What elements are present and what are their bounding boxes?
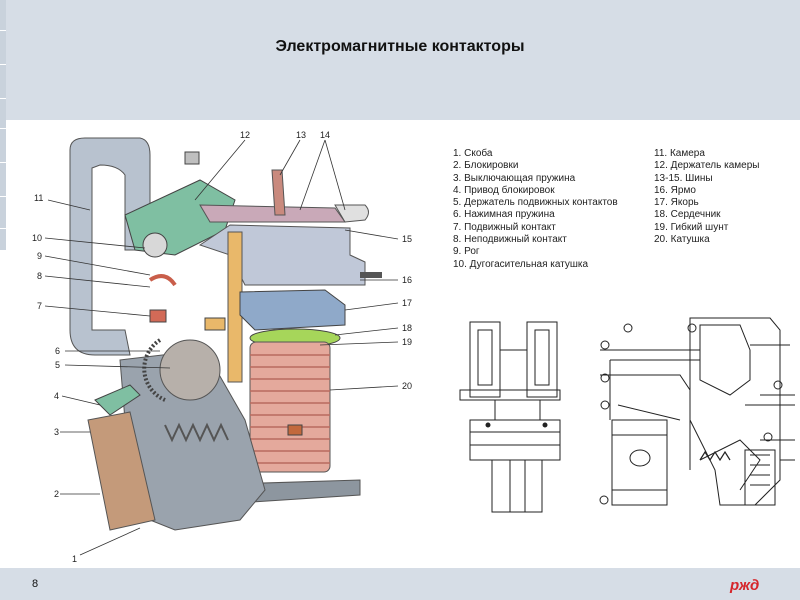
callout-2: 2 — [54, 489, 59, 499]
legend-right: 11. Камера 12. Держатель камеры 13-15. Ш… — [654, 148, 759, 246]
legend-item: 11. Камера — [654, 148, 705, 159]
footer-band — [0, 568, 800, 600]
horn — [148, 274, 177, 287]
callout-18: 18 — [402, 323, 412, 333]
armature — [239, 289, 346, 331]
callout-11: 11 — [34, 193, 43, 203]
svg-text:ржд: ржд — [729, 577, 759, 594]
legend-item: 10. Дугогасительная катушка — [453, 258, 589, 270]
legend-item: 13-15. Шины — [654, 172, 713, 184]
callout-13: 13 — [296, 130, 306, 140]
legend-item: 19. Гибкий шунт — [654, 221, 729, 233]
callout-16: 16 — [402, 275, 412, 285]
callout-9: 9 — [37, 251, 42, 261]
legend-item: 16. Ярмо — [654, 184, 696, 196]
legend-item: 8. Неподвижный контакт — [453, 234, 567, 246]
side-view-drawing — [599, 317, 795, 506]
legend-item: 17. Якорь — [654, 197, 699, 209]
blocking-drive — [94, 384, 141, 416]
callout-15: 15 — [402, 234, 412, 244]
legend-item: 12. Держатель камеры — [654, 160, 760, 172]
pressure-spring — [142, 338, 166, 402]
arc-coil — [142, 232, 168, 258]
rzd-logo: ржд — [729, 577, 759, 594]
callout-5: 5 — [55, 360, 60, 370]
contactor-schematic-drawings — [459, 317, 795, 513]
callout-10: 10 — [32, 233, 42, 243]
contact-holder — [159, 339, 221, 401]
release-spring — [164, 422, 229, 443]
blocking-box — [87, 411, 156, 531]
legend-item: 3. Выключающая пружина — [453, 172, 576, 184]
side-bolt — [360, 272, 382, 278]
callout-1: 1 — [72, 554, 77, 564]
contactor-3d-illustration: 1 2 3 4 5 6 7 8 9 10 11 12 13 14 15 16 1… — [32, 130, 412, 564]
legend-item: 1. Скоба — [453, 148, 493, 159]
callout-8: 8 — [37, 271, 42, 281]
coil — [249, 341, 331, 473]
fixed-contact — [204, 317, 226, 331]
busbar-13 — [271, 169, 286, 216]
moving-contact — [149, 309, 167, 323]
page-number: 8 — [32, 578, 39, 590]
legend-item: 5. Держатель подвижных контактов — [453, 197, 618, 209]
callout-3: 3 — [54, 427, 59, 437]
legend-left: 1. Скоба 2. Блокировки 3. Выключающая пр… — [453, 148, 618, 271]
legend-item: 4. Привод блокировок — [453, 184, 555, 196]
legend-item: 20. Катушка — [654, 234, 710, 246]
busbar-14-terminal — [334, 204, 369, 223]
callout-19: 19 — [402, 337, 412, 347]
legend-item: 9. Рог — [453, 246, 480, 258]
callout-12: 12 — [240, 130, 250, 140]
slide-title: Электромагнитные контакторы — [275, 38, 525, 55]
side-strip — [0, 0, 6, 250]
legend-item: 18. Сердечник — [654, 209, 721, 221]
coil-windings — [250, 354, 330, 464]
callout-7: 7 — [37, 301, 42, 311]
legend-item: 2. Блокировки — [453, 160, 519, 172]
callout-6: 6 — [55, 346, 60, 356]
flexible-shunt-terminal — [287, 424, 303, 436]
arc-chamber — [69, 137, 151, 356]
yoke — [198, 224, 366, 286]
legend-item: 7. Подвижный контакт — [453, 221, 556, 233]
front-view-drawing — [459, 321, 561, 513]
top-bolt — [184, 151, 200, 165]
callout-14: 14 — [320, 130, 330, 140]
header-band — [0, 0, 800, 120]
callout-20: 20 — [402, 381, 412, 391]
callout-4: 4 — [54, 391, 59, 401]
callout-17: 17 — [402, 298, 412, 308]
legend-item: 6. Нажимная пружина — [453, 209, 555, 221]
top-busbar — [199, 204, 346, 223]
